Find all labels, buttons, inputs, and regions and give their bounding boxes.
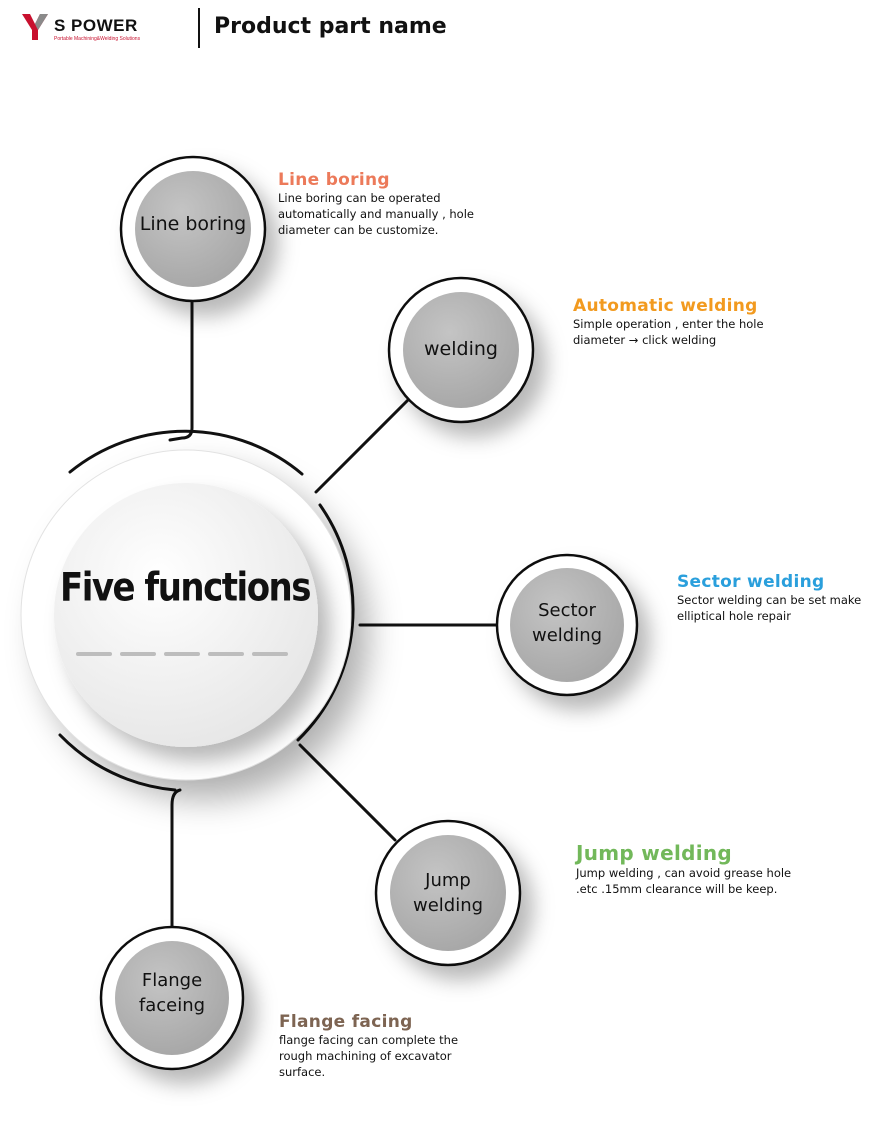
node-label-jump-welding: Jump welding [412, 870, 484, 916]
desc-automatic-welding: Automatic welding Simple operation , ent… [573, 296, 788, 348]
node-label-welding: welding [424, 338, 498, 360]
hub-arc-right [296, 503, 355, 742]
connector-lines [58, 298, 499, 930]
ys-logo-icon [22, 14, 48, 40]
connector-jump [298, 743, 397, 842]
desc-text-automatic-welding: Simple operation , enter the hole diamet… [573, 317, 764, 347]
hub-circle [20, 449, 352, 781]
desc-text-flange-facing: flange facing can complete the rough mac… [279, 1033, 459, 1079]
hub-arc-bottom [58, 733, 177, 792]
node-label-flange-facing: Flange faceing [138, 970, 206, 1016]
logo-tagline: Portable Machining&Welding Solutions [54, 36, 141, 42]
desc-title-line-boring: Line boring [278, 170, 390, 190]
desc-title-flange-facing: Flange facing [279, 1012, 413, 1032]
node-jump-welding [374, 819, 522, 967]
desc-sector-welding: Sector welding Sector welding can be set… [677, 572, 877, 624]
company-logo: S POWER Portable Machining&Welding Solut… [20, 12, 170, 46]
desc-jump-welding: Jump welding Jump welding , can avoid gr… [576, 841, 801, 897]
page-title: Product part name [214, 14, 447, 39]
page-header: S POWER Portable Machining&Welding Solut… [0, 0, 883, 60]
node-sector-welding [495, 553, 639, 697]
node-label-line-boring: Line boring [139, 213, 247, 235]
hub-title: Five functions [59, 565, 312, 611]
desc-text-sector-welding: Sector welding can be set make elliptica… [677, 593, 862, 623]
connector-welding [314, 396, 412, 494]
desc-text-jump-welding: Jump welding , can avoid grease hole .et… [576, 866, 792, 896]
connector-flange [170, 788, 182, 930]
desc-line-boring: Line boring Line boring can be operated … [278, 170, 508, 238]
node-line-boring [119, 155, 267, 303]
header-divider [198, 8, 200, 48]
logo-text: S POWER [54, 16, 138, 35]
desc-text-line-boring: Line boring can be operated automaticall… [278, 191, 474, 237]
desc-title-jump-welding: Jump welding [576, 841, 733, 865]
desc-title-automatic-welding: Automatic welding [573, 296, 758, 316]
connector-line-boring [168, 298, 194, 442]
node-label-sector-welding: Sector welding [531, 600, 603, 646]
node-automatic-welding [387, 276, 535, 424]
hub-arc-top [68, 429, 304, 476]
node-flange-facing [99, 925, 245, 1071]
desc-flange-facing: Flange facing flange facing can complete… [279, 1012, 484, 1080]
desc-title-sector-welding: Sector welding [677, 572, 825, 592]
